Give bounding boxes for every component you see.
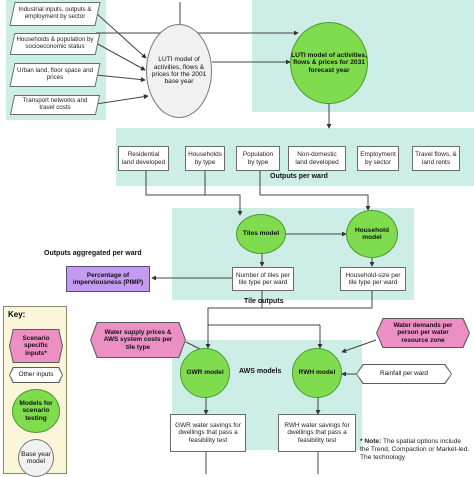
outputs-aggregated-heading: Outputs aggregated per ward xyxy=(44,250,142,257)
output-employment: Employment by sector xyxy=(357,146,399,171)
key-title: Key: xyxy=(8,310,26,319)
household-model: Household model xyxy=(346,210,398,258)
key-scenario-inputs: Scenario specific inputs* xyxy=(9,329,63,363)
key-base-year: Base year model xyxy=(18,439,54,477)
input-transport: Transport networks and travel costs xyxy=(12,95,98,115)
footnote-marker: * Note: xyxy=(360,438,382,445)
rainfall-input: Rainfall per ward xyxy=(356,364,452,384)
output-residential-land: Residential land developed xyxy=(118,146,169,171)
key-other-inputs: Other inputs xyxy=(9,367,63,383)
pimp-box: Percentage of imperviousness (PIMP) xyxy=(66,266,150,292)
outputs-per-ward-heading: Outputs per ward xyxy=(270,173,328,180)
key-models: Models for scenario testing xyxy=(12,389,60,433)
aws-models-heading: AWS models xyxy=(239,368,282,375)
luti-forecast-model: LUTI model of activities, flows & prices… xyxy=(290,22,368,104)
rwh-savings-box: RWH water savings for dwellings that pas… xyxy=(278,414,356,452)
water-demands-input: Water demands per person per water resou… xyxy=(376,318,470,348)
household-size-box: Household-size per tile type per ward xyxy=(340,267,406,291)
tile-outputs-heading: Tile outputs xyxy=(244,298,284,305)
input-urban-land: Urban land, floor space and prices xyxy=(12,63,98,87)
rwh-model: RWH model xyxy=(292,348,342,398)
gwr-model: GWR model xyxy=(180,348,230,398)
key-legend: Key: Scenario specific inputs* Other inp… xyxy=(3,306,67,477)
gwr-savings-box: GWR water savings for dwellings that pas… xyxy=(170,414,246,452)
output-households: Households by type xyxy=(185,146,225,171)
output-non-domestic-land: Non-domestic land developed xyxy=(288,146,346,171)
tiles-model: Tiles model xyxy=(236,214,286,254)
footnote: * Note: The spatial options include the … xyxy=(360,438,472,461)
tiles-per-type-box: Number of tiles per tile type per ward xyxy=(232,267,294,291)
luti-base-model: LUTI model of activities, flows & prices… xyxy=(146,24,212,118)
output-population: Population by type xyxy=(236,146,280,171)
output-travel-flows: Travel flows, & land rents xyxy=(412,146,460,171)
input-industrial: Industrial inputs, outputs & employment … xyxy=(12,2,98,26)
footnote-text: The spatial options include the Trend, C… xyxy=(360,438,470,461)
input-households: Households & population by socioeconomic… xyxy=(12,33,98,55)
water-supply-input: Water supply prices & AWS system costs p… xyxy=(90,322,186,358)
